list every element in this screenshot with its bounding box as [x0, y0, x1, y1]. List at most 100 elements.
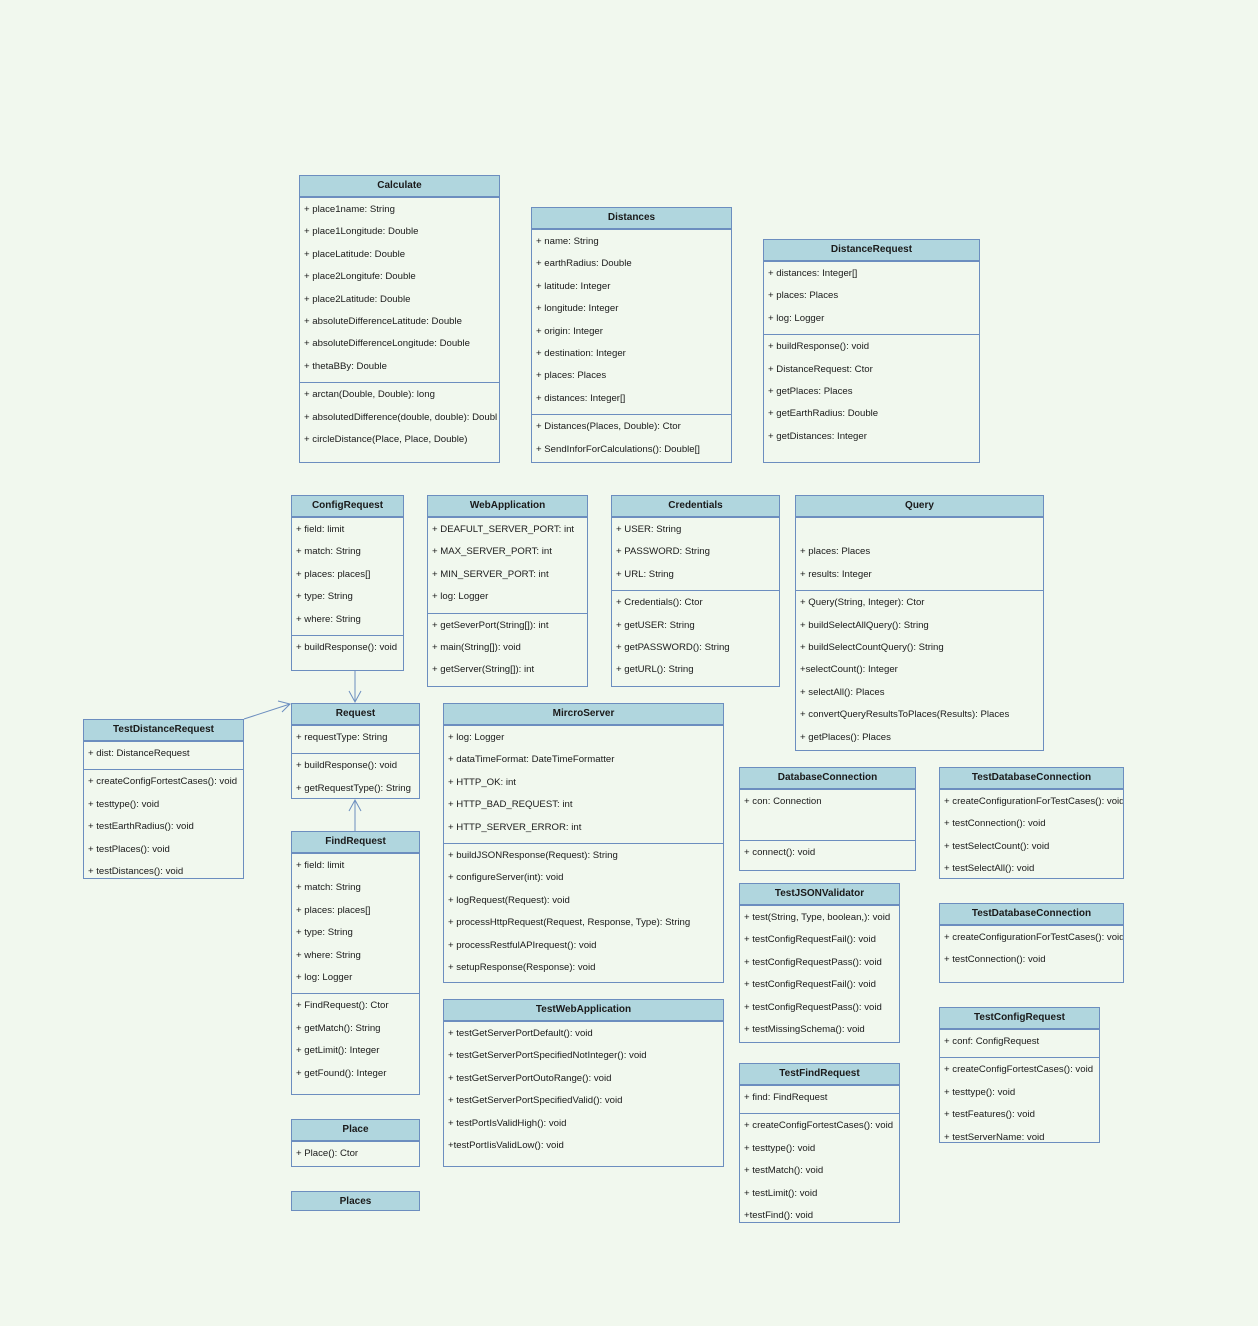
- method: + createConfigurationForTestCases(): voi…: [944, 796, 1124, 807]
- class-name: Credentials: [612, 496, 779, 517]
- method: + getPlaces: Places: [768, 385, 853, 397]
- class-mircro-server[interactable]: MircroServer+ log: Logger+ dataTimeForma…: [443, 703, 724, 983]
- attribute: + type: String: [296, 591, 353, 603]
- class-credentials[interactable]: Credentials+ USER: String+ PASSWORD: Str…: [611, 495, 780, 687]
- class-config-request[interactable]: ConfigRequest + field: limit + match: Stri…: [291, 495, 404, 671]
- method: + buildResponse(): void: [768, 341, 870, 353]
- method: + DistanceRequest: Ctor: [768, 363, 873, 375]
- attributes-section: + places: Places+ results: Integer: [796, 517, 1043, 590]
- method: + selectAll(): Places: [800, 686, 885, 698]
- method: + testConfigRequestFail(): void: [744, 934, 876, 946]
- method: + getUSER: String: [616, 619, 695, 631]
- attribute: + log: Logger: [768, 312, 825, 324]
- attribute: + field: limit: [296, 860, 345, 871]
- method: + buildResponse(): void: [296, 760, 398, 772]
- attribute: + dist: DistanceRequest: [88, 748, 190, 759]
- attributes-section: + Place(): Ctor: [292, 1141, 419, 1166]
- class-test-distance-request[interactable]: TestDistanceRequest+ dist: DistanceReque…: [83, 719, 244, 879]
- method: + connect(): void: [744, 846, 816, 858]
- attributes-section: + con: Connection: [740, 789, 915, 840]
- methods-section: + Distances(Places, Double): Ctor+ SendI…: [532, 414, 731, 462]
- testdistance-to-request-arrow: [243, 700, 291, 720]
- attribute: + HTTP_BAD_REQUEST: int: [448, 799, 573, 811]
- class-test-config-request[interactable]: TestConfigRequest+ conf: ConfigRequest+ …: [939, 1007, 1100, 1143]
- attribute: + place1name: String: [304, 204, 395, 215]
- attribute: + place2Latitude: Double: [304, 293, 411, 305]
- attribute: + HTTP_SERVER_ERROR: int: [448, 821, 582, 833]
- method: + getLimit(): Integer: [296, 1045, 380, 1057]
- attribute: + thetaBBy: Double: [304, 360, 387, 372]
- attribute: + URL: String: [616, 568, 674, 580]
- method: + processHttpRequest(Request, Response, …: [448, 917, 691, 929]
- method: + setupResponse(Response): void: [448, 961, 596, 973]
- class-name: MircroServer: [444, 704, 723, 725]
- attributes-section: + conf: ConfigRequest: [940, 1029, 1099, 1057]
- attribute: + match: String: [296, 546, 361, 558]
- methods-section: + Query(String, Integer): Ctor+ buildSel…: [796, 590, 1043, 750]
- attribute: + name: String: [536, 236, 599, 247]
- method: + getServer(String[]): int: [432, 664, 535, 676]
- class-name: Place: [292, 1120, 419, 1141]
- attribute: + requestType: String: [296, 732, 388, 743]
- attribute: + field: limit: [296, 524, 345, 535]
- method: + getPlaces(): Places: [800, 731, 891, 743]
- method: + testGetServerPortDefault(): void: [448, 1028, 593, 1039]
- attribute: + place1Longitude: Double: [304, 226, 419, 238]
- attributes-section: + field: limit+ match: String+ places: p…: [292, 517, 403, 635]
- attribute: + places: Places: [536, 370, 607, 382]
- class-name: Query: [796, 496, 1043, 517]
- class-name: WebApplication: [428, 496, 587, 517]
- methods-section: + buildResponse(): void + DistanceRequest…: [764, 334, 979, 452]
- methods-section: + createConfigurationForTestCases(): voi…: [940, 789, 1124, 878]
- class-test-database-connection[interactable]: TestDatabaseConnection+ createConfigurat…: [939, 903, 1124, 983]
- class-test-database-connection[interactable]: TestDatabaseConnection+ createConfigurat…: [939, 767, 1124, 879]
- class-query[interactable]: Query+ places: Places+ results: Integer+…: [795, 495, 1044, 751]
- class-test-find-request[interactable]: TestFindRequest+ find: FindRequest+ crea…: [739, 1063, 900, 1223]
- attribute: + latitude: Integer: [536, 280, 611, 292]
- attribute: + distances: Integer[]: [536, 392, 626, 404]
- class-places[interactable]: Places: [291, 1191, 420, 1211]
- class-request[interactable]: Request+ requestType: String+ buildRespo…: [291, 703, 420, 799]
- class-name: DistanceRequest: [764, 240, 979, 261]
- method: + getMatch(): String: [296, 1022, 381, 1034]
- attributes-section: + dist: DistanceRequest: [84, 741, 243, 769]
- attributes-section: + DEAFULT_SERVER_PORT: int+ MAX_SERVER_P…: [428, 517, 587, 613]
- config-to-request-arrow: [348, 671, 362, 704]
- attribute: + DEAFULT_SERVER_PORT: int: [432, 524, 575, 535]
- method: + testServerName: void: [944, 1131, 1045, 1143]
- class-web-application[interactable]: WebApplication+ DEAFULT_SERVER_PORT: int…: [427, 495, 588, 687]
- class-place[interactable]: Place+ Place(): Ctor: [291, 1119, 420, 1167]
- method: + testPortIsValidHigh(): void: [448, 1117, 567, 1129]
- method: +testPortIisValidLow(): void: [448, 1139, 564, 1151]
- class-distance-request[interactable]: DistanceRequest+ distances: Integer[]+ p…: [763, 239, 980, 463]
- attribute: + places: Places: [800, 546, 871, 558]
- method: + getSeverPort(String[]): int: [432, 619, 549, 631]
- class-name: ConfigRequest: [292, 496, 403, 517]
- attribute: + absoluteDifferenceLongitude: Double: [304, 338, 470, 350]
- attribute: + conf: ConfigRequest: [944, 1036, 1040, 1047]
- method: +selectCount(): Integer: [800, 664, 898, 676]
- attributes-section: + place1name: String + place1Longitude: D…: [300, 197, 499, 382]
- method: + testLimit(): void: [744, 1187, 818, 1199]
- method: + Credentials(): Ctor: [616, 597, 703, 609]
- method: + main(String[]): void: [432, 641, 521, 653]
- attribute: + dataTimeFormat: DateTimeFormatter: [448, 754, 615, 766]
- class-test-jsonvalidator[interactable]: TestJSONValidator+ test(String, Type, bo…: [739, 883, 900, 1043]
- method: + testDistances(): void: [88, 865, 184, 877]
- attribute: + where: String: [296, 949, 361, 961]
- class-test-web-application[interactable]: TestWebApplication+ testGetServerPortDef…: [443, 999, 724, 1167]
- methods-section: + arctan(Double, Double): long+ absolute…: [300, 382, 499, 455]
- methods-section: + testGetServerPortDefault(): void + test…: [444, 1021, 723, 1161]
- class-calculate[interactable]: Calculate+ place1name: String+ place1Lon…: [299, 175, 500, 463]
- attribute: + origin: Integer: [536, 325, 603, 337]
- method: + testConfigRequestPass(): void: [744, 956, 882, 968]
- method: + testConfigRequestPass(): void: [744, 1001, 882, 1013]
- attributes-section: + USER: String+ PASSWORD: String+ URL: S…: [612, 517, 779, 590]
- method: +testFind(): void: [744, 1209, 814, 1221]
- attribute: + placeLatitude: Double: [304, 248, 406, 260]
- class-distances[interactable]: Distances+ name: String+ earthRadius: Do…: [531, 207, 732, 463]
- class-find-request[interactable]: FindRequest+ field: limit+ match: String…: [291, 831, 420, 1095]
- methods-section: + Credentials(): Ctor+ getUSER: String+ …: [612, 590, 779, 686]
- class-database-connection[interactable]: DatabaseConnection+ con: Connection+ con…: [739, 767, 916, 871]
- method: + testGetServerPortOutoRange(): void: [448, 1072, 612, 1084]
